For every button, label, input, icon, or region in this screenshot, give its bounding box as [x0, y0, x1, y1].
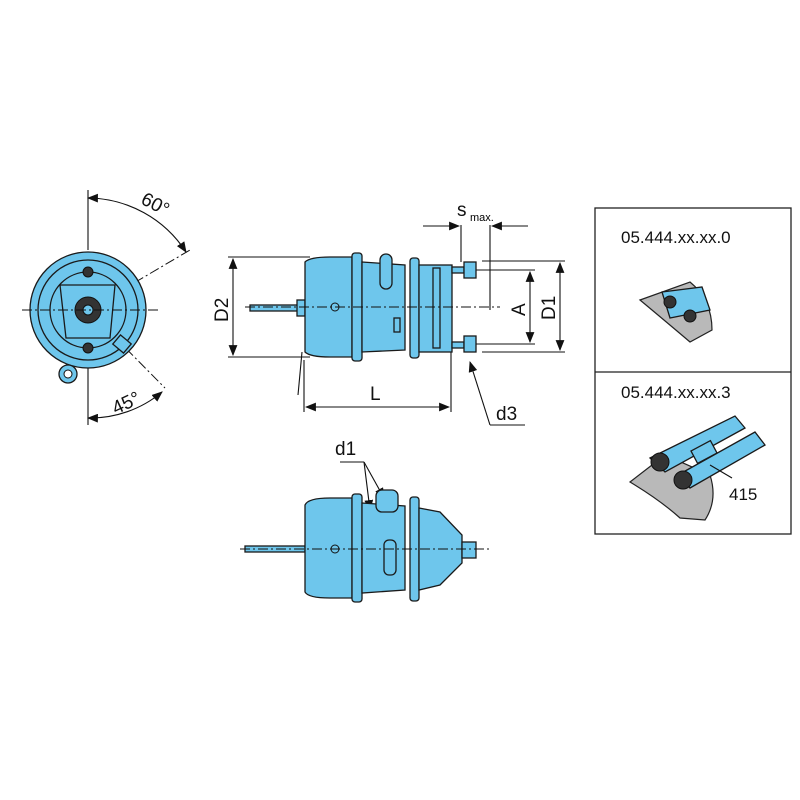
d1-label: D1: [539, 296, 560, 320]
top-view: d1: [240, 439, 490, 603]
angle-60-label: 60°: [137, 189, 172, 221]
part-number-415: 415: [729, 485, 757, 504]
d1-port-label: d1: [335, 439, 356, 460]
port-fitting: [375, 489, 399, 513]
d2-label: D2: [212, 298, 233, 322]
variants-panel: 05.444.xx.xx.0 05.444.xx.xx.3 415: [594, 207, 792, 535]
d3-label: d3: [496, 404, 517, 425]
variant-code-3: 05.444.xx.xx.3: [621, 383, 731, 402]
length-label: L: [370, 384, 381, 405]
variant-0-illustration: [638, 281, 713, 343]
stroke-label: s: [457, 200, 467, 221]
side-view: D2 D1 A s max. L d3: [212, 200, 565, 426]
front-view: 60° 45°: [22, 189, 191, 425]
mounting-bolt: [463, 335, 477, 353]
push-rod: [249, 304, 301, 312]
a-label: A: [509, 303, 530, 316]
variant-code-0: 05.444.xx.xx.0: [621, 228, 731, 247]
variant-3-illustration: [628, 415, 766, 521]
mounting-bolt: [463, 261, 477, 279]
stroke-sub-label: max.: [470, 212, 494, 224]
angle-45-label: 45°: [109, 388, 144, 419]
